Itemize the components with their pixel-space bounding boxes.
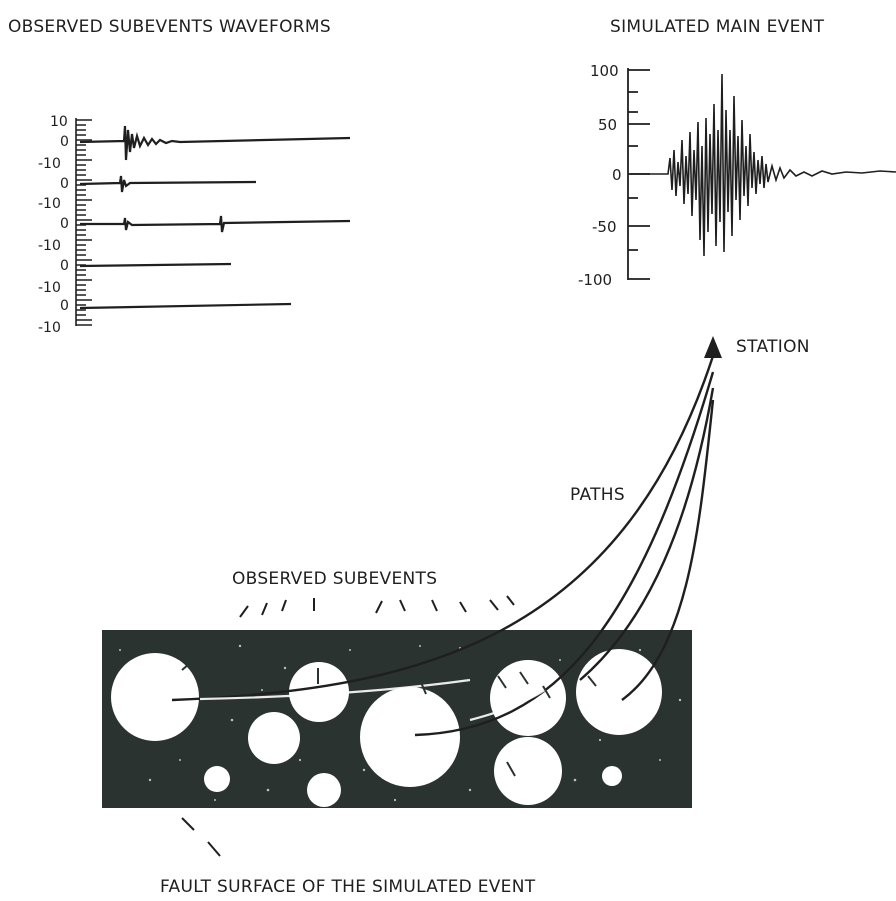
subevent-circle (576, 649, 662, 735)
observed-axis-labels: 10 0 -10 0 -10 0 -10 0 -10 0 -10 (38, 114, 69, 336)
simulated-waveform (630, 73, 896, 257)
axis-label-neg10: -10 (38, 156, 61, 172)
ray-path (579, 387, 715, 681)
observed-panel-title: OBSERVED SUBEVENTS WAVEFORMS (8, 17, 331, 37)
subevent-hatch-marks (181, 595, 515, 857)
y-tick-100: 100 (590, 62, 619, 80)
subevent-circle (490, 660, 566, 736)
station-label: STATION (736, 337, 810, 357)
simulated-event-panel: SIMULATED MAIN EVENT 100 50 0 -50 -100 (578, 17, 896, 289)
fault-surface (102, 630, 692, 808)
observed-waveforms-panel: OBSERVED SUBEVENTS WAVEFORMS 10 0 -10 0 … (8, 17, 351, 336)
simulated-panel-title: SIMULATED MAIN EVENT (610, 17, 825, 37)
axis-label-neg10: -10 (38, 238, 61, 254)
axis-label-neg10: -10 (38, 280, 61, 296)
paths-label: PATHS (570, 485, 625, 505)
subevent-circle (602, 766, 622, 786)
station-triangle-icon (704, 336, 722, 358)
subevent-circle (360, 687, 460, 787)
ray-paths-in-fault (199, 678, 546, 722)
simulated-axis-ticks: 100 50 0 -50 -100 (578, 62, 622, 289)
subevent-circle (289, 662, 349, 722)
y-tick-neg100: -100 (578, 271, 612, 289)
waveform-trace-3 (80, 215, 351, 233)
ray-path (414, 371, 715, 737)
station-marker: STATION (704, 336, 810, 358)
ray-path (171, 355, 715, 702)
axis-label-0: 0 (60, 258, 69, 274)
waveform-trace-5 (79, 302, 292, 310)
y-tick-neg50: -50 (592, 218, 617, 236)
subevent-circle (494, 737, 562, 805)
observed-subevents-label: OBSERVED SUBEVENTS (232, 569, 437, 589)
fault-surface-label: FAULT SURFACE OF THE SIMULATED EVENT (160, 877, 536, 897)
subevent-circle (307, 773, 341, 807)
subevent-circle (248, 712, 300, 764)
ray-paths (171, 355, 715, 737)
axis-label-0: 0 (60, 216, 69, 232)
subevent-circle (111, 653, 199, 741)
waveform-trace-2 (79, 175, 257, 193)
axis-label-10: 10 (50, 114, 68, 130)
axis-label-neg10: -10 (38, 320, 61, 336)
waveform-trace-4 (79, 262, 232, 268)
axis-label-neg10: -10 (38, 196, 61, 212)
ray-path (621, 399, 715, 701)
observed-axis (75, 118, 92, 326)
axis-label-0: 0 (60, 298, 69, 314)
y-tick-0: 0 (612, 166, 622, 184)
axis-label-0: 0 (60, 134, 69, 150)
subevent-circles (111, 649, 662, 807)
y-tick-50: 50 (598, 116, 617, 134)
observed-waveform-traces (79, 125, 351, 310)
axis-label-0: 0 (60, 176, 69, 192)
waveform-trace-1 (79, 125, 351, 161)
subevent-hatch-marks-in-fault (181, 657, 597, 777)
subevent-circle (204, 766, 230, 792)
